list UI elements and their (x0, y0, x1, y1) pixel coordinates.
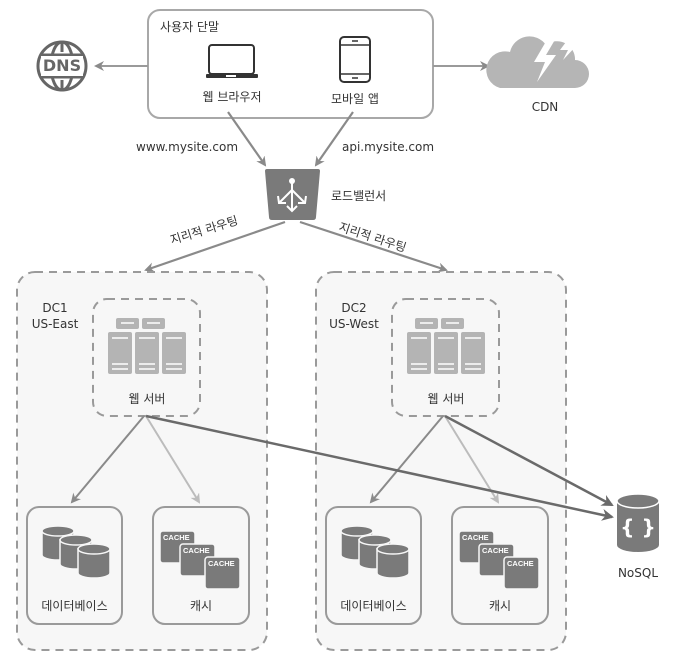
cache-tile-label: CACHE (482, 546, 509, 555)
nosql-database-icon: { } (616, 493, 660, 552)
dc1-cache-icon: CACHE CACHE CACHE (159, 530, 241, 590)
dc2-server-rack-icon (407, 318, 485, 374)
arrow-dc2-web-to-db (369, 415, 444, 504)
cache-tile-label: CACHE (183, 546, 210, 555)
dc2-cache-box (451, 506, 549, 625)
arrow-geo-routing-dc1 (144, 220, 286, 273)
arrow-geo-routing-dc2 (299, 220, 448, 273)
dc1-database-box (26, 506, 123, 625)
dc2-web-server-label: 웹 서버 (427, 392, 465, 406)
dc1-database-icon (41, 525, 111, 579)
web-domain-label: www.mysite.com (136, 140, 239, 154)
nosql-label: NoSQL (617, 566, 659, 580)
mobile-app-label: 모바일 앱 (331, 92, 379, 106)
api-domain-label: api.mysite.com (342, 140, 435, 154)
dc2-cache-label: 캐시 (488, 599, 512, 613)
dc2-region: US-West (329, 317, 379, 331)
dc2-cache-icon: CACHE CACHE CACHE (458, 530, 540, 590)
dc2-name: DC2 (341, 301, 367, 315)
dc1-name: DC1 (42, 301, 68, 315)
arrow-dc1-web-to-nosql (145, 414, 614, 521)
arrow-dc2-web-to-nosql (444, 414, 614, 507)
dc2-database-label: 데이터베이스 (340, 599, 407, 613)
dc2-database-icon (340, 525, 410, 579)
arrow-dc2-web-to-cache (444, 415, 500, 504)
dc1-region: US-East (31, 317, 79, 331)
dc1-web-server-label: 웹 서버 (128, 392, 166, 406)
cache-tile-label: CACHE (462, 533, 489, 542)
cdn-cloud-icon (486, 34, 589, 88)
dc1-server-rack-icon (108, 318, 186, 374)
mobile-phone-icon (339, 36, 371, 83)
arrow-dc1-web-to-cache (145, 415, 201, 504)
load-balancer-label: 로드밸런서 (331, 189, 387, 203)
dc2-database-box (325, 506, 422, 625)
cache-tile-label: CACHE (208, 559, 235, 568)
user-devices-title: 사용자 단말 (160, 20, 220, 34)
dc2-web-server-box (391, 298, 500, 417)
dns-label: DNS (42, 56, 82, 75)
arrow-app-to-lb (314, 111, 354, 167)
svg-text:{ }: { } (620, 515, 655, 539)
dc1-web-server-box (92, 298, 201, 417)
dc1-cache-box (152, 506, 250, 625)
cache-tile-label: CACHE (507, 559, 534, 568)
laptop-icon (206, 44, 258, 78)
cdn-label: CDN (531, 100, 559, 114)
web-browser-label: 웹 브라우저 (202, 90, 262, 104)
cache-tile-label: CACHE (163, 533, 190, 542)
load-balancer-icon (265, 169, 320, 220)
dc1-database-label: 데이터베이스 (41, 599, 108, 613)
arrow-dc1-web-to-db (70, 415, 145, 504)
dc1-cache-label: 캐시 (189, 599, 213, 613)
arrow-web-to-lb (227, 111, 267, 167)
